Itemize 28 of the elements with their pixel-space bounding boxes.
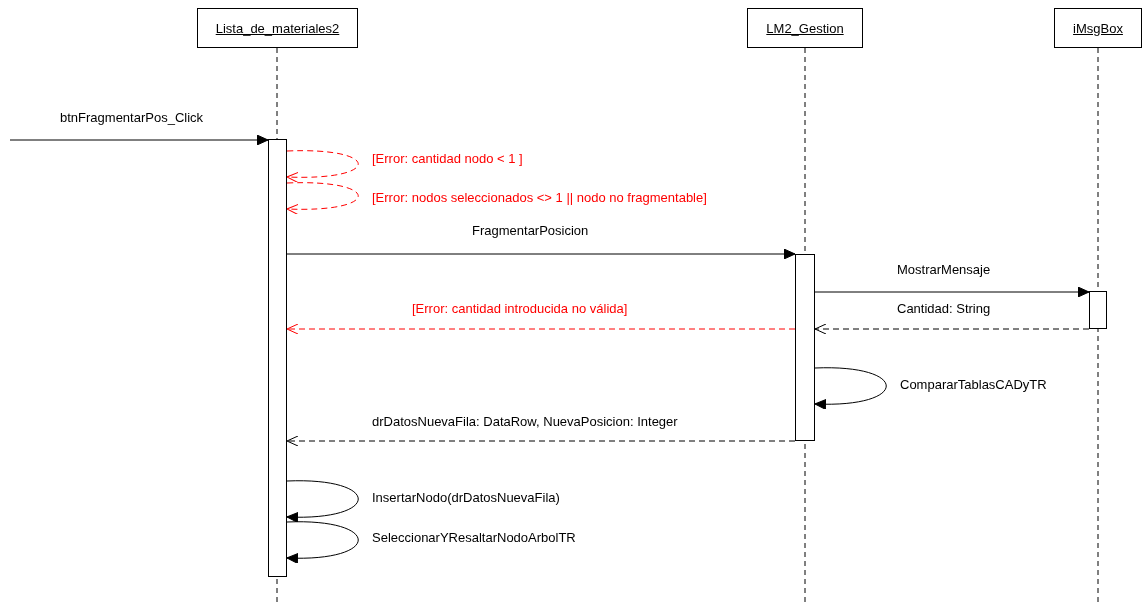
activation-bar bbox=[268, 139, 287, 577]
lifeline-box: LM2_Gestion bbox=[747, 8, 863, 48]
return-arrow bbox=[286, 435, 796, 447]
lifeline-box: iMsgBox bbox=[1054, 8, 1142, 48]
message-label: [Error: nodos seleccionados <> 1 || nodo no fragmentable] bbox=[370, 190, 709, 205]
return-arrow bbox=[814, 323, 1090, 335]
return-arrow bbox=[286, 323, 796, 335]
self-message-arrow bbox=[286, 521, 359, 564]
message-label: Cantidad: String bbox=[895, 301, 993, 316]
message-label: InsertarNodo(drDatosNuevaFila) bbox=[370, 490, 562, 505]
message-label: SeleccionarYResaltarNodoArbolTR bbox=[370, 530, 578, 545]
message-label: MostrarMensaje bbox=[895, 262, 993, 277]
self-message-arrow bbox=[814, 367, 887, 410]
message-label: [Error: cantidad introducida no válida] bbox=[410, 301, 630, 316]
self-message-arrow bbox=[286, 480, 359, 523]
activation-bar bbox=[795, 254, 815, 441]
lifeline-box: Lista_de_materiales2 bbox=[197, 8, 358, 48]
message-label: [Error: cantidad nodo < 1 ] bbox=[370, 151, 525, 166]
message-label: CompararTablasCADyTR bbox=[898, 377, 1049, 392]
self-message-arrow bbox=[286, 150, 359, 183]
self-message-arrow bbox=[286, 182, 359, 215]
message-arrow bbox=[286, 248, 796, 260]
message-arrow bbox=[814, 286, 1090, 298]
message-label: drDatosNuevaFila: DataRow, NuevaPosicion: Integer bbox=[370, 414, 680, 429]
activation-bar bbox=[1089, 291, 1107, 329]
message-label: btnFragmentarPos_Click bbox=[58, 110, 206, 125]
message-label: FragmentarPosicion bbox=[470, 223, 591, 238]
message-arrow bbox=[9, 134, 269, 146]
